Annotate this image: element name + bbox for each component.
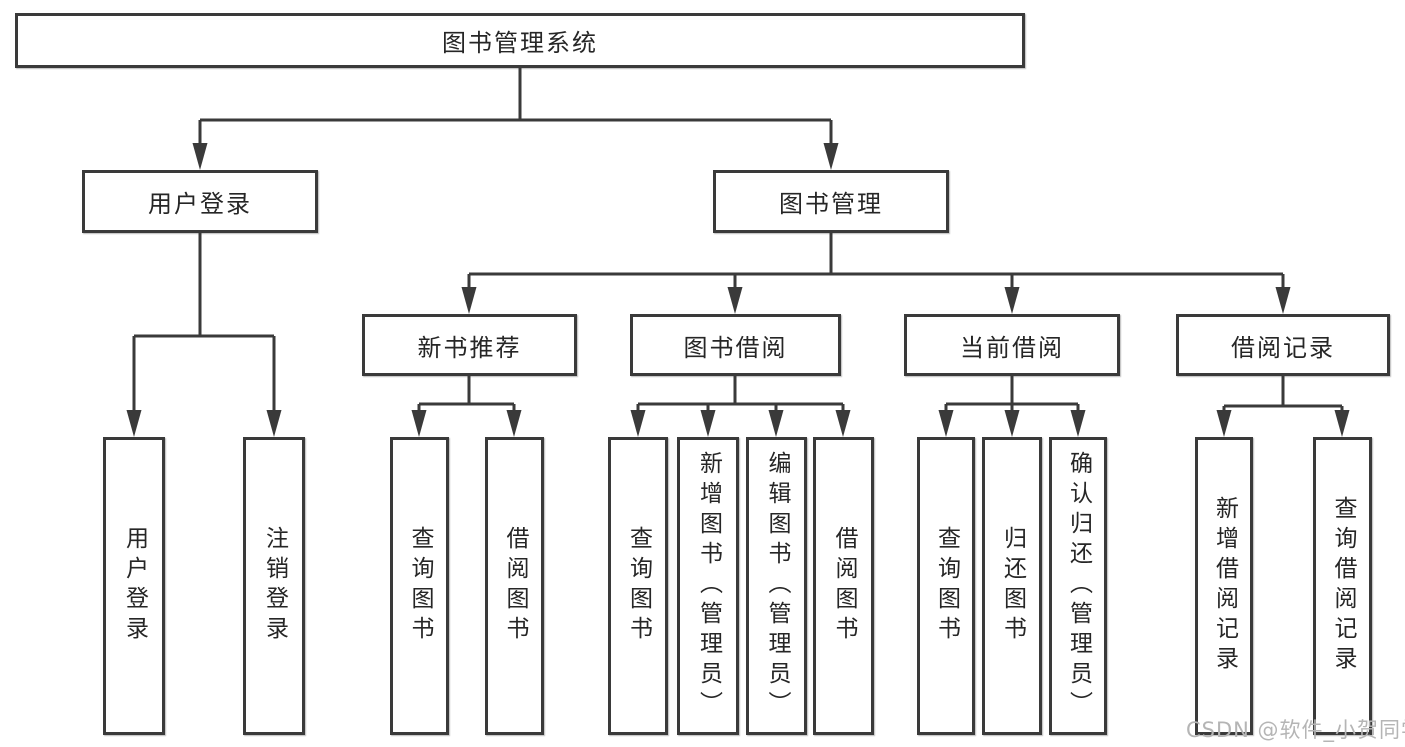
leaf-records-add-record: 新增借阅记录 [1195,437,1253,735]
leaf-borrow-add-books-admin: 新增图书（管理员） [677,437,739,735]
leaf-borrow-borrow-books: 借阅图书 [813,437,874,735]
node-book-borrow: 图书借阅 [630,314,841,376]
leaf-newbook-borrow-books: 借阅图书 [485,437,544,735]
leaf-user-login: 用户登录 [103,437,165,735]
node-borrow-records: 借阅记录 [1176,314,1390,376]
leaf-current-confirm-return-admin: 确认归还（管理员） [1049,437,1107,735]
node-root: 图书管理系统 [15,13,1025,68]
leaf-records-query-record: 查询借阅记录 [1313,437,1372,735]
node-book-management: 图书管理 [713,170,949,233]
leaf-current-return-books: 归还图书 [982,437,1042,735]
leaf-newbook-query-books: 查询图书 [390,437,449,735]
node-user-login: 用户登录 [82,170,318,233]
leaf-borrow-edit-books-admin: 编辑图书（管理员） [746,437,807,735]
leaf-current-query-books: 查询图书 [917,437,975,735]
leaf-logout-login: 注销登录 [243,437,305,735]
csdn-watermark: CSDN @软件_小贺同学 [1186,718,1405,742]
node-current-borrow: 当前借阅 [904,314,1120,376]
leaf-borrow-query-books: 查询图书 [608,437,668,735]
node-new-book-recommend: 新书推荐 [362,314,577,376]
